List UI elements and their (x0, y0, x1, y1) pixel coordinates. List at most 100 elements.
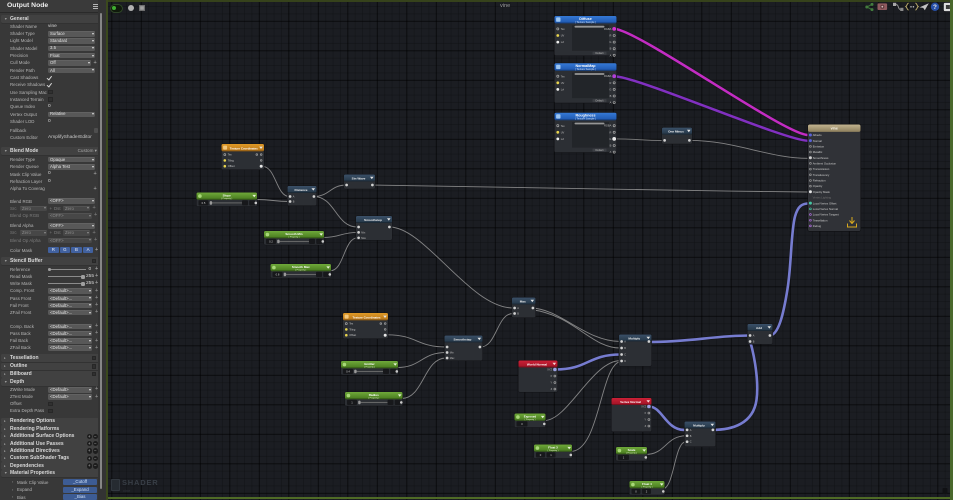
svg-text:Local Vertex Offset: Local Vertex Offset (813, 201, 837, 205)
svg-text:X: X (644, 412, 646, 415)
svg-text:Tex: Tex (349, 322, 354, 326)
svg-text:Vertex Normal: Vertex Normal (620, 400, 641, 404)
svg-text:G: G (609, 137, 611, 141)
svg-text:Local Vertex Normal: Local Vertex Normal (813, 207, 839, 211)
svg-text:Smooth Max: Smooth Max (292, 265, 310, 269)
svg-text:Multiply: Multiply (628, 336, 640, 340)
svg-text:1: 1 (623, 456, 625, 460)
svg-text:Slope: Slope (223, 193, 231, 197)
svg-text:Max: Max (520, 299, 526, 303)
svg-text:Offset: Offset (349, 333, 356, 337)
svg-text:XYZ: XYZ (547, 369, 552, 372)
svg-text:UV: UV (561, 130, 565, 134)
svg-text:Multiply: Multiply (693, 423, 705, 427)
svg-text:( Property ): ( Property ) (364, 366, 375, 369)
svg-text:A: A (293, 196, 295, 199)
svg-text:Lvl: Lvl (561, 88, 565, 92)
svg-text:( Property ): ( Property ) (289, 236, 300, 239)
svg-text:0.4: 0.4 (346, 370, 350, 374)
svg-text:Y: Y (550, 382, 552, 385)
svg-text:B: B (624, 347, 626, 350)
svg-text:A: A (517, 307, 519, 310)
svg-text:Lvl: Lvl (561, 40, 565, 44)
svg-text:RGBA: RGBA (604, 124, 612, 128)
svg-text:B: B (517, 313, 519, 316)
svg-text:0.2: 0.2 (269, 240, 273, 244)
svg-text:NormalMap: NormalMap (575, 64, 596, 68)
svg-text:UV: UV (561, 81, 565, 85)
svg-text:Tiling: Tiling (228, 158, 235, 162)
svg-text:Tex: Tex (561, 74, 566, 78)
svg-text:Tex: Tex (561, 27, 566, 31)
svg-text:vine: vine (831, 127, 838, 131)
svg-text:Transmission: Transmission (813, 167, 830, 171)
svg-text:Default: Default (596, 100, 604, 103)
svg-text:Sin Wave: Sin Wave (352, 176, 366, 180)
svg-text:Y: Y (644, 419, 646, 422)
svg-text:UV: UV (561, 34, 565, 38)
svg-text:Radius: Radius (369, 393, 379, 397)
svg-text:( Property ): ( Property ) (295, 269, 306, 272)
svg-text:XYZ: XYZ (641, 406, 646, 409)
svg-text:RGBA: RGBA (604, 27, 612, 31)
svg-text:B: B (293, 201, 295, 204)
svg-text:Max: Max (450, 357, 455, 360)
svg-text:Translucency: Translucency (813, 173, 830, 177)
svg-text:C: C (690, 441, 692, 444)
svg-text:G: G (609, 87, 611, 91)
svg-text:Float 4: Float 4 (642, 482, 652, 486)
svg-text:( Property ): ( Property ) (626, 452, 637, 455)
svg-text:Default: Default (596, 149, 604, 152)
svg-text:Add: Add (756, 326, 762, 330)
svg-text:0.5: 0.5 (202, 201, 206, 205)
svg-text:Default: Default (596, 52, 604, 55)
svg-text:Tex: Tex (228, 153, 233, 157)
svg-text:Normal: Normal (813, 139, 822, 143)
svg-text:Roughness: Roughness (575, 114, 595, 118)
svg-text:( Property ): ( Property ) (548, 449, 559, 452)
svg-text:D: D (624, 360, 626, 363)
svg-text:B: B (610, 47, 612, 51)
svg-text:Emitter: Emitter (364, 362, 375, 366)
svg-text:Scale: Scale (628, 448, 636, 452)
svg-text:A: A (610, 150, 612, 154)
svg-text:?: ? (933, 4, 937, 11)
svg-text:( Texture Sample ): ( Texture Sample ) (575, 20, 596, 24)
svg-text:0.8: 0.8 (276, 273, 280, 277)
svg-text:Distance: Distance (295, 188, 308, 192)
svg-text:RGBA: RGBA (604, 74, 612, 78)
svg-text:Texture Coordinates: Texture Coordinates (230, 146, 258, 150)
svg-text:Tessellation: Tessellation (813, 218, 828, 222)
svg-text:C: C (624, 354, 626, 357)
svg-text:Albedo: Albedo (813, 133, 822, 137)
svg-text:B: B (690, 435, 692, 438)
svg-text:Emission: Emission (813, 144, 825, 148)
svg-text:A: A (690, 429, 692, 432)
svg-text:Debug: Debug (813, 224, 822, 228)
svg-text:Tiling: Tiling (349, 327, 356, 331)
svg-text:Offset: Offset (228, 164, 235, 168)
svg-text:A: A (610, 53, 612, 57)
svg-text:Smoothstep: Smoothstep (454, 337, 472, 341)
svg-text:Metallic: Metallic (813, 150, 823, 154)
svg-text:Lvl: Lvl (561, 137, 565, 141)
svg-text:A: A (753, 335, 755, 338)
svg-text:Float 3: Float 3 (548, 445, 558, 449)
svg-text:A: A (624, 341, 626, 344)
svg-text:Opacity Mask: Opacity Mask (813, 190, 831, 194)
svg-text:( Texture Sample ): ( Texture Sample ) (575, 67, 596, 71)
svg-text:Min: Min (450, 352, 455, 355)
svg-text:( Property ): ( Property ) (525, 418, 536, 421)
svg-text:One Minus: One Minus (668, 129, 684, 133)
svg-text:2: 2 (646, 490, 648, 494)
svg-text:Max: Max (361, 237, 366, 240)
svg-text:0: 0 (521, 422, 523, 426)
svg-text:Opacity: Opacity (813, 184, 823, 188)
svg-text:( Texture Sample ): ( Texture Sample ) (575, 117, 596, 121)
svg-text:Vertex Lighting: Vertex Lighting (813, 196, 832, 200)
svg-text:0: 0 (635, 490, 637, 494)
svg-text:0: 0 (540, 453, 542, 457)
svg-text:( Property ): ( Property ) (221, 197, 232, 200)
svg-text:B: B (610, 94, 612, 98)
svg-text:Refraction: Refraction (813, 179, 826, 183)
